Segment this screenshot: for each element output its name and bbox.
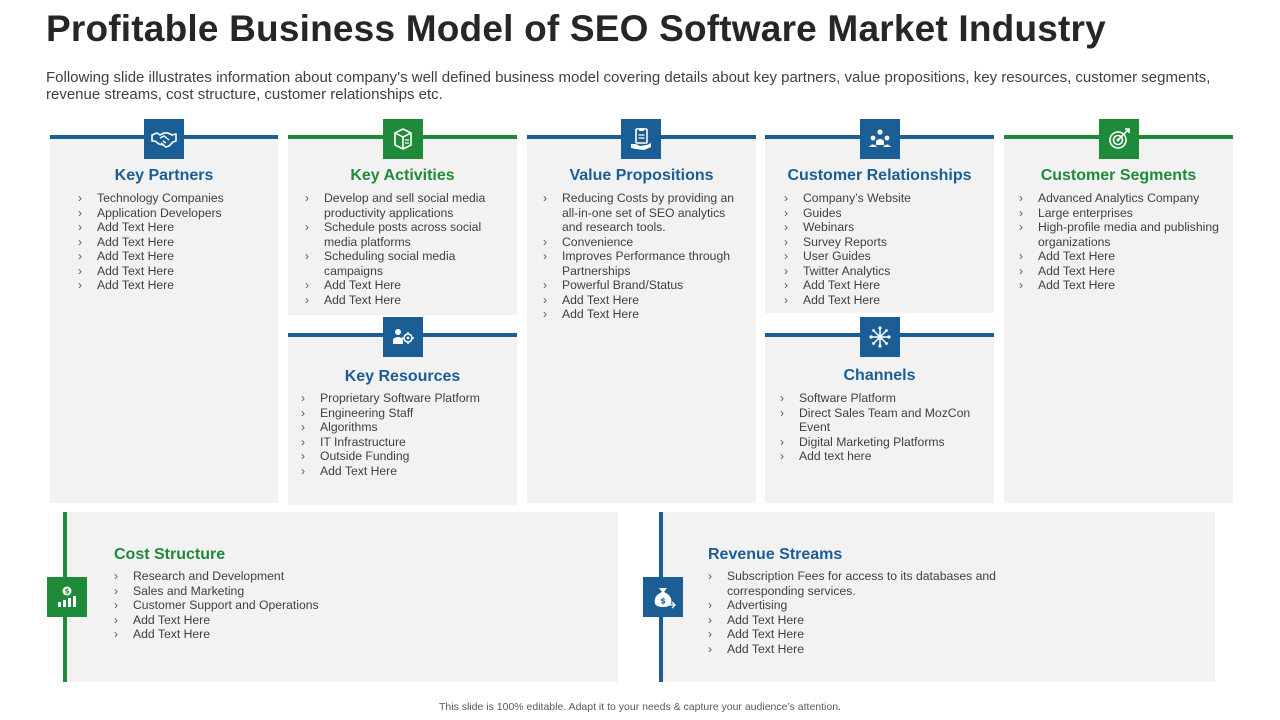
list-item: Add Text Here: [78, 264, 268, 279]
item-list: Research and DevelopmentSales and Market…: [114, 569, 414, 642]
money-chart-icon: $: [47, 577, 87, 617]
clipboard-hand-icon: [621, 119, 661, 159]
item-list: Company’s WebsiteGuidesWebinarsSurvey Re…: [784, 191, 984, 307]
list-item: Add Text Here: [301, 464, 506, 479]
footer-note: This slide is 100% editable. Adapt it to…: [439, 701, 841, 713]
handshake-icon: [144, 119, 184, 159]
list-item: Engineering Staff: [301, 406, 506, 421]
revenue-streams-card: Revenue Streams Subscription Fees for ac…: [660, 512, 1215, 682]
card-title: Channels: [843, 367, 916, 384]
list-item: Proprietary Software Platform: [301, 391, 506, 406]
list-item: Advanced Analytics Company: [1019, 191, 1224, 206]
card-title: Key Activities: [350, 167, 455, 184]
svg-text:$: $: [660, 597, 666, 606]
list-item: Develop and sell social media productivi…: [305, 191, 505, 220]
customer-relationships-card: Customer Relationships Company’s Website…: [765, 135, 994, 313]
card-title: Customer Relationships: [787, 167, 972, 184]
value-propositions-card: Value Propositions Reducing Costs by pro…: [527, 135, 756, 503]
money-bag-icon: $: [643, 577, 683, 617]
list-item: Advertising: [708, 598, 1008, 613]
list-item: Research and Development: [114, 569, 414, 584]
list-item: Add Text Here: [1019, 264, 1224, 279]
item-list: Subscription Fees for access to its data…: [708, 569, 1008, 656]
list-item: Convenience: [543, 235, 745, 250]
list-item: Add Text Here: [78, 235, 268, 250]
card-title: Revenue Streams: [708, 546, 843, 563]
card-title: Value Propositions: [569, 167, 714, 184]
list-item: Schedule posts across social media platf…: [305, 220, 505, 249]
list-item: Survey Reports: [784, 235, 984, 250]
key-activities-card: Key Activities Develop and sell social m…: [288, 135, 517, 315]
list-item: Sales and Marketing: [114, 584, 414, 599]
list-item: Direct Sales Team and MozCon Event: [780, 406, 985, 435]
list-item: Algorithms: [301, 420, 506, 435]
item-list: Advanced Analytics CompanyLarge enterpri…: [1019, 191, 1224, 293]
list-item: Large enterprises: [1019, 206, 1224, 221]
resources-icon: [383, 317, 423, 357]
card-title: Key Partners: [114, 167, 214, 184]
list-item: Guides: [784, 206, 984, 221]
customer-segments-card: Customer Segments Advanced Analytics Com…: [1004, 135, 1233, 503]
list-item: Add text here: [780, 449, 985, 464]
list-item: Improves Performance through Partnership…: [543, 249, 745, 278]
list-item: User Guides: [784, 249, 984, 264]
card-title: Key Resources: [344, 368, 461, 385]
item-list: Software PlatformDirect Sales Team and M…: [780, 391, 985, 464]
network-hub-icon: [860, 317, 900, 357]
list-item: Outside Funding: [301, 449, 506, 464]
card-title: Cost Structure: [114, 546, 226, 563]
list-item: Webinars: [784, 220, 984, 235]
list-item: Add Text Here: [784, 278, 984, 293]
item-list: Technology CompaniesApplication Develope…: [78, 191, 268, 293]
item-list: Develop and sell social media productivi…: [305, 191, 505, 307]
key-partners-card: Key Partners Technology CompaniesApplica…: [50, 135, 278, 503]
list-item: Add Text Here: [78, 249, 268, 264]
list-item: Add Text Here: [784, 293, 984, 308]
list-item: Add Text Here: [78, 220, 268, 235]
key-resources-card: Key Resources Proprietary Software Platf…: [288, 333, 517, 505]
list-item: Subscription Fees for access to its data…: [708, 569, 1008, 598]
list-item: Company’s Website: [784, 191, 984, 206]
people-group-icon: [860, 119, 900, 159]
list-item: Add Text Here: [305, 278, 505, 293]
list-item: Software Platform: [780, 391, 985, 406]
channels-card: Channels Software PlatformDirect Sales T…: [765, 333, 994, 503]
boxes-icon: [383, 119, 423, 159]
list-item: IT Infrastructure: [301, 435, 506, 450]
list-item: Digital Marketing Platforms: [780, 435, 985, 450]
item-list: Proprietary Software PlatformEngineering…: [301, 391, 506, 478]
cost-structure-card: Cost Structure Research and DevelopmentS…: [63, 512, 618, 682]
list-item: High-profile media and publishing organi…: [1019, 220, 1224, 249]
list-item: Add Text Here: [708, 642, 1008, 657]
list-item: Reducing Costs by providing an all-in-on…: [543, 191, 745, 235]
list-item: Add Text Here: [708, 613, 1008, 628]
svg-text:$: $: [65, 588, 70, 596]
target-arrow-icon: [1099, 119, 1139, 159]
page-subtitle: Following slide illustrates information …: [46, 69, 1211, 103]
list-item: Add Text Here: [1019, 278, 1224, 293]
list-item: Add Text Here: [543, 307, 745, 322]
list-item: Add Text Here: [1019, 249, 1224, 264]
list-item: Technology Companies: [78, 191, 268, 206]
list-item: Add Text Here: [305, 293, 505, 308]
list-item: Customer Support and Operations: [114, 598, 414, 613]
list-item: Twitter Analytics: [784, 264, 984, 279]
list-item: Scheduling social media campaigns: [305, 249, 505, 278]
list-item: Add Text Here: [78, 278, 268, 293]
list-item: Add Text Here: [114, 627, 414, 642]
list-item: Add Text Here: [114, 613, 414, 628]
list-item: Powerful Brand/Status: [543, 278, 745, 293]
card-title: Customer Segments: [1040, 167, 1197, 184]
list-item: Add Text Here: [543, 293, 745, 308]
list-item: Application Developers: [78, 206, 268, 221]
page-title: Profitable Business Model of SEO Softwar…: [46, 8, 1106, 49]
list-item: Add Text Here: [708, 627, 1008, 642]
item-list: Reducing Costs by providing an all-in-on…: [543, 191, 745, 322]
